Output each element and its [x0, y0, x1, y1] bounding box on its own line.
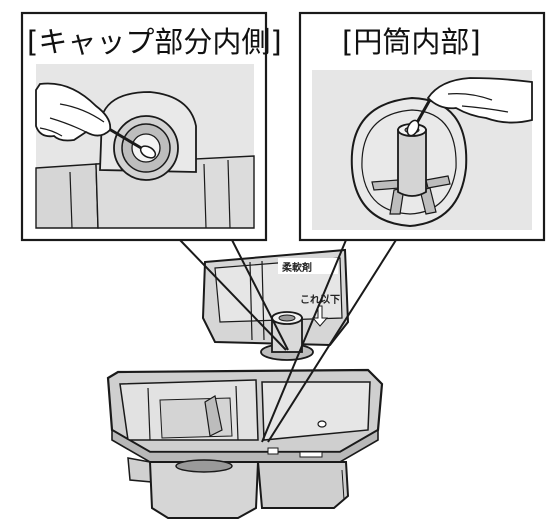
cylinder-inside-panel: [円筒内部]: [298, 11, 546, 242]
siphon-cap: [260, 311, 314, 361]
right-callout-pointer: [261, 239, 397, 443]
compartment-label: 柔軟剤: [281, 261, 312, 274]
callout-pointers: [179, 239, 397, 443]
cylinder-inside-illustration: [312, 70, 533, 230]
main-tray: [106, 368, 384, 463]
left-callout-pointer: [179, 239, 289, 351]
cotton-swab-right: [406, 95, 434, 137]
cap-inside-title: [キャップ部分内側]: [27, 25, 282, 59]
cap-inside-panel: [キャップ部分内側]: [20, 11, 282, 242]
hand-right: [426, 77, 533, 124]
hand: [35, 82, 112, 142]
dispenser-unit: 柔軟剤 これ以下: [106, 248, 384, 519]
softener-cup: 柔軟剤 これ以下: [201, 248, 350, 347]
cotton-swab: [103, 124, 157, 159]
cap-inside-illustration: [35, 64, 255, 229]
lower-body: [127, 457, 350, 519]
cylinder-inside-title: [円筒内部]: [342, 25, 481, 59]
